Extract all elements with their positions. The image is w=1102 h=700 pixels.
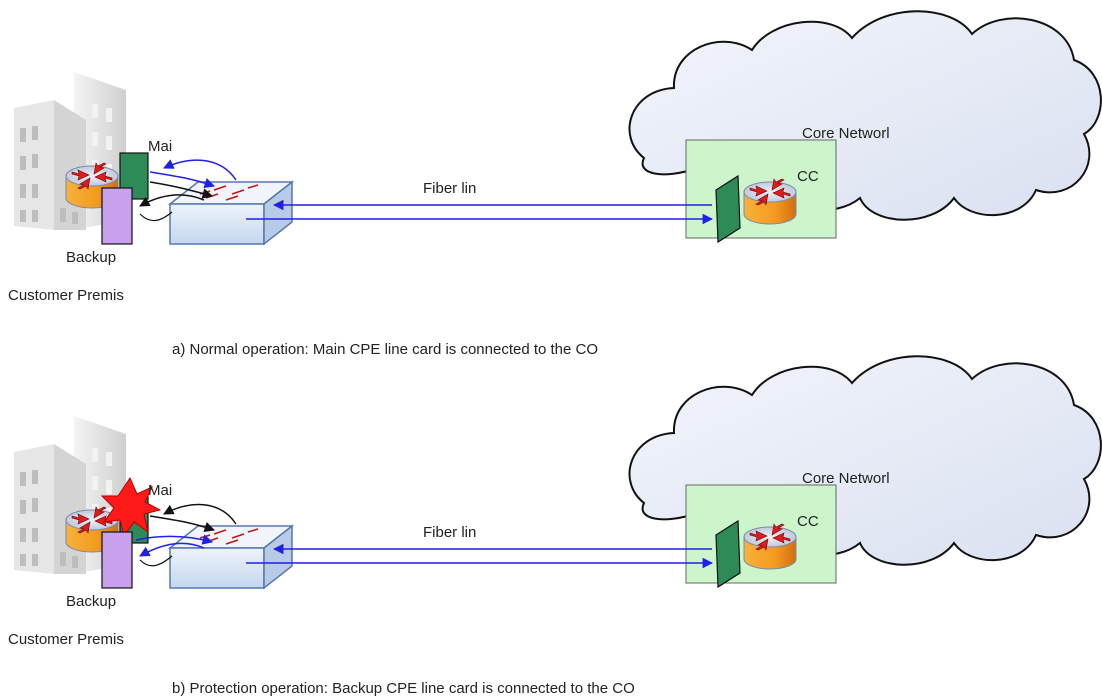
fiber-link-label: Fiber lin (423, 524, 476, 541)
caption-b: b) Protection operation: Backup CPE line… (172, 680, 635, 697)
local-links-b (135, 503, 237, 567)
co-line-card-icon (715, 519, 741, 589)
switch-icon (169, 181, 293, 245)
backup-line-card-icon (101, 531, 133, 589)
customer-premises-label: Customer Premis (8, 631, 124, 648)
co-router-icon (743, 178, 797, 225)
co-router-icon (743, 523, 797, 570)
backup-line-card-icon (101, 187, 133, 245)
co-label: CC (797, 513, 819, 530)
core-network-label: Core Networl (802, 470, 890, 487)
fiber-link-label: Fiber lin (423, 180, 476, 197)
co-line-card-icon (715, 174, 741, 244)
failure-star-icon (100, 476, 162, 538)
fiber-link-a (246, 199, 714, 225)
co-label: CC (797, 168, 819, 185)
local-links-a (139, 159, 237, 222)
main-label: Mai (148, 482, 172, 499)
caption-a: a) Normal operation: Main CPE line card … (172, 341, 598, 358)
customer-premises-label: Customer Premis (8, 287, 124, 304)
fiber-link-b (246, 543, 714, 569)
switch-icon (169, 525, 293, 589)
main-label: Mai (148, 138, 172, 155)
backup-label: Backup (66, 593, 116, 610)
core-network-label: Core Networl (802, 125, 890, 142)
panel-b: Core Networl CC Mai Backup Customer Prem… (8, 355, 1102, 697)
panel-a: Core Networl CC Mai Backup Customer Prem… (8, 10, 1102, 358)
backup-label: Backup (66, 249, 116, 266)
